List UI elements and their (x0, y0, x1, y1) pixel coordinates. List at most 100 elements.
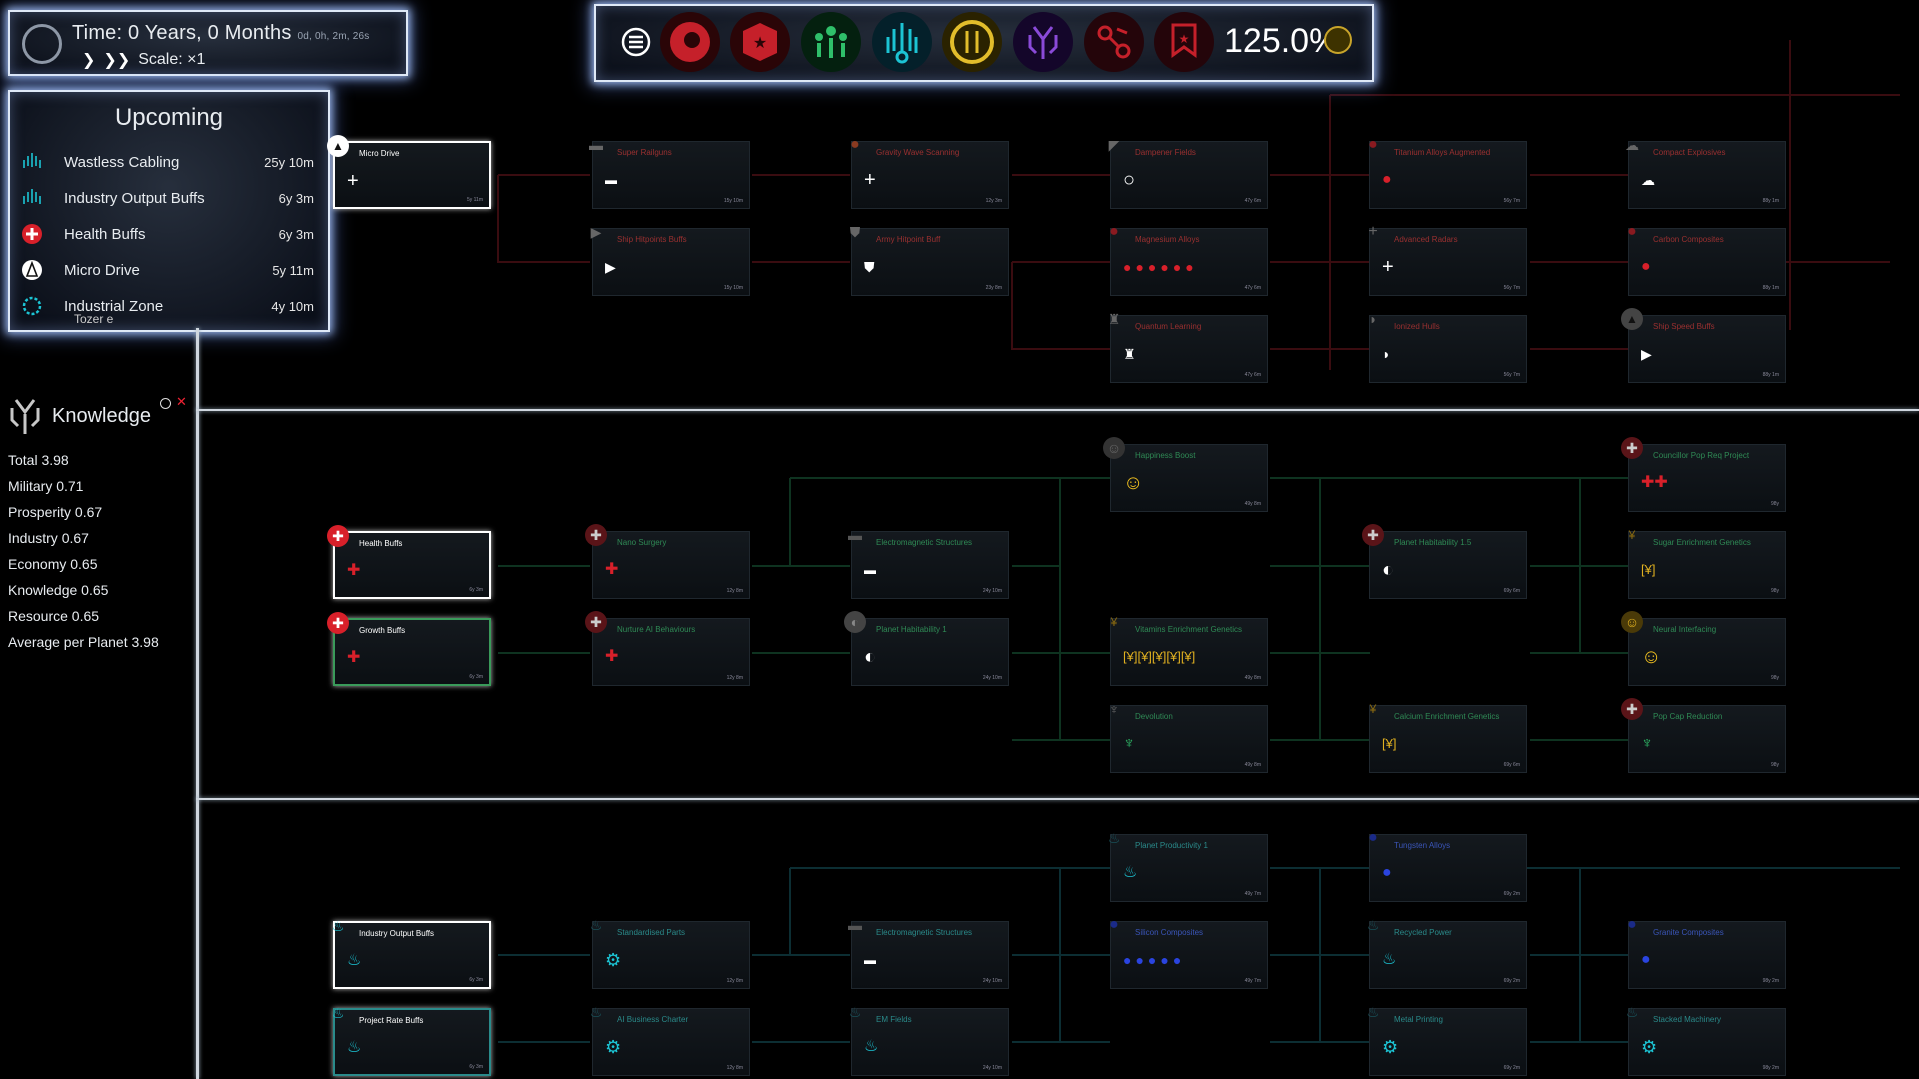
resource-icon[interactable] (1084, 12, 1144, 72)
ship-icon: ▶ (590, 223, 602, 240)
row-divider (196, 798, 1919, 800)
tech-node[interactable]: ● Granite Composites ● 98y 2m (1627, 916, 1786, 989)
tech-node[interactable]: ♨ EM Fields ♨ 24y 10m (849, 1004, 1009, 1076)
resource-cluster-icon: ● (850, 136, 860, 153)
stat-resource: Resource 0.65 (8, 608, 100, 624)
row-divider (196, 409, 1919, 411)
tree-left-divider (196, 328, 199, 1079)
tech-node[interactable]: ● Carbon Composites ● 88y 1m (1627, 223, 1786, 296)
industry-icon: ♨ (589, 916, 603, 933)
tech-node[interactable]: ♆ Devolution ♆ 49y 8m (1109, 701, 1268, 773)
stat-prosperity: Prosperity 0.67 (8, 504, 103, 520)
time-detail: 0d, 0h, 2m, 26s (297, 31, 370, 42)
rocket-icon: ▲ (1621, 308, 1643, 330)
tech-node[interactable]: ✚ Nurture AI Behaviours ✚ 12y 8m (585, 611, 750, 686)
prosperity-people-icon[interactable] (801, 12, 861, 72)
tech-node[interactable]: ● Silicon Composites ●●●●● 49y 7m (1109, 916, 1268, 989)
tech-node[interactable]: ◐ Planet Habitability 1 ◐ 24y 10m (844, 611, 1009, 686)
fast-forward-icon[interactable]: ❯❯ (103, 52, 131, 69)
rifle-icon: ◤ (1108, 136, 1120, 153)
industry-icon: ♨ (331, 917, 345, 934)
global-percent: 125.0% (1224, 22, 1340, 60)
hull-icon: ◗ (1368, 311, 1378, 327)
health-cross-icon: ✚ (585, 611, 607, 633)
industry-icon: ♨ (1625, 1003, 1639, 1020)
rocket-icon (20, 258, 44, 282)
tech-node[interactable]: ¥ Vitamins Enrichment Genetics [¥][¥][¥]… (1110, 615, 1268, 686)
knowledge-icon (10, 399, 40, 434)
tech-node[interactable]: ● Magnesium Alloys ●●●●●● 47y 6m (1109, 223, 1268, 296)
tech-node[interactable]: ♨ Planet Productivity 1 ♨ 49y 7m (1108, 830, 1268, 902)
industry-icon[interactable] (872, 12, 932, 72)
resource-cluster-icon: ● (1368, 136, 1378, 153)
tech-node[interactable]: ▬ Electromagnetic Structures ▬ 24y 10m (848, 917, 1009, 989)
tech-node[interactable]: ☁ Compact Explosives ☁ 88y 1m (1625, 137, 1786, 209)
tech-node[interactable]: ⛊ Army Hitpoint Buff ⛊ 23y 8m (850, 224, 1009, 296)
military-badge-icon[interactable]: ★ (730, 12, 790, 72)
tech-node[interactable]: ● Titanium Alloys Augmented ● 56y 7m (1368, 136, 1527, 209)
wheat-icon: ¥ (1110, 615, 1118, 629)
tech-node[interactable]: ¥ Calcium Enrichment Genetics [¥] 69y 6m (1369, 702, 1527, 773)
tech-node[interactable]: ✚ Councillor Pop Req Project ✚✚ 98y (1621, 437, 1786, 512)
health-cross-icon: ✚ (1362, 524, 1384, 546)
tech-node[interactable]: ♨ Metal Printing ⚙ 69y 2m (1367, 1004, 1527, 1076)
tech-node[interactable]: ♜ Quantum Learning ♜ 47y 6m (1108, 311, 1268, 383)
tech-node[interactable]: ♨ Standardised Parts ⚙ 12y 8m (590, 917, 750, 989)
close-icon[interactable]: ✕ (176, 394, 187, 409)
tech-node[interactable]: ♨ Recycled Power ♨ 69y 2m (1367, 917, 1527, 989)
smiley-icon: ☺ (1103, 437, 1125, 459)
military-flag-icon[interactable]: ★ (1154, 12, 1214, 72)
tech-node[interactable]: ◤ Dampener Fields ○ 47y 6m (1109, 137, 1268, 209)
time-label: Time: 0 Years, 0 Months (72, 22, 292, 44)
tech-node[interactable]: ☺ Neural Interfacing ☺ 98y (1621, 611, 1786, 686)
play-icon[interactable]: ❯ (82, 52, 96, 69)
industry-icon: ♨ (848, 1003, 862, 1020)
tech-node[interactable]: ▲ Ship Speed Buffs ▶ 88y 1m (1621, 308, 1786, 383)
structure-icon: ▬ (848, 527, 862, 543)
tech-node[interactable]: ✚ Nano Surgery ✚ 12y 8m (585, 524, 750, 599)
rocket-icon: ▲ (327, 135, 349, 157)
economy-coin-icon[interactable] (942, 12, 1002, 72)
top-resource-bar: ★ ★ 125.0% (594, 4, 1374, 82)
tech-node[interactable]: + Advanced Radars + 56y 7m (1368, 223, 1527, 296)
tech-node[interactable]: ☺ Happiness Boost ☺ 49y 8m (1103, 437, 1268, 512)
info-icon[interactable] (160, 398, 171, 409)
tech-node[interactable]: ✚ Planet Habitability 1.5 ◐ 69y 6m (1362, 524, 1527, 599)
knowledge-icon[interactable] (1013, 12, 1073, 72)
tech-node[interactable]: ¥ Sugar Enrichment Genetics [¥] 98y (1628, 528, 1786, 599)
stat-economy: Economy 0.65 (8, 556, 98, 572)
tech-node[interactable]: ● Gravity Wave Scanning + 12y 3m (850, 136, 1009, 209)
industry-icon (20, 186, 44, 210)
tech-node[interactable]: ✚ Pop Cap Reduction ♆ 98y (1621, 698, 1786, 773)
stat-average: Average per Planet 3.98 (8, 634, 159, 650)
health-cross-icon: ✚ (327, 612, 349, 634)
tech-node[interactable]: ▲ Micro Drive + 5y 11m (327, 135, 491, 209)
tech-node[interactable]: ♨ Industry Output Buffs ♨ 6y 3m (332, 918, 491, 989)
tech-node[interactable]: ✚ Health Buffs ✚ 6y 3m (327, 525, 491, 599)
explosive-icon: ☁ (1625, 136, 1639, 153)
tech-node[interactable]: ♨ Project Rate Buffs ♨ 6y 3m (332, 1005, 491, 1076)
menu-icon[interactable] (606, 12, 666, 72)
military-lion-icon[interactable] (660, 12, 720, 72)
tech-node[interactable]: ▬ Super Railguns ▬ 15y 10m (589, 137, 750, 209)
tech-node[interactable]: ● Tungsten Alloys ● 69y 2m (1368, 829, 1527, 902)
radar-icon: + (1368, 223, 1378, 240)
industry-icon: ♨ (331, 1004, 345, 1021)
tech-node[interactable]: ▬ Electromagnetic Structures ▬ 24y 10m (848, 527, 1009, 599)
tech-node[interactable]: ▶ Ship Hitpoints Buffs ▶ 15y 10m (591, 224, 750, 296)
structure-icon: ▬ (848, 917, 862, 933)
tech-node[interactable]: ✚ Growth Buffs ✚ 6y 3m (327, 612, 491, 686)
tech-node[interactable]: ◗ Ionized Hulls ◗ 56y 7m (1369, 311, 1527, 383)
tech-node[interactable]: ♨ Stacked Machinery ⚙ 98y 2m (1626, 1004, 1786, 1076)
industry-icon (20, 150, 44, 174)
health-cross-icon: ✚ (327, 525, 349, 547)
habitability-icon: ◐ (844, 611, 866, 633)
industry-icon: ♨ (1107, 829, 1121, 846)
tech-node[interactable]: ♨ AI Business Charter ⚙ 12y 8m (590, 1004, 750, 1076)
